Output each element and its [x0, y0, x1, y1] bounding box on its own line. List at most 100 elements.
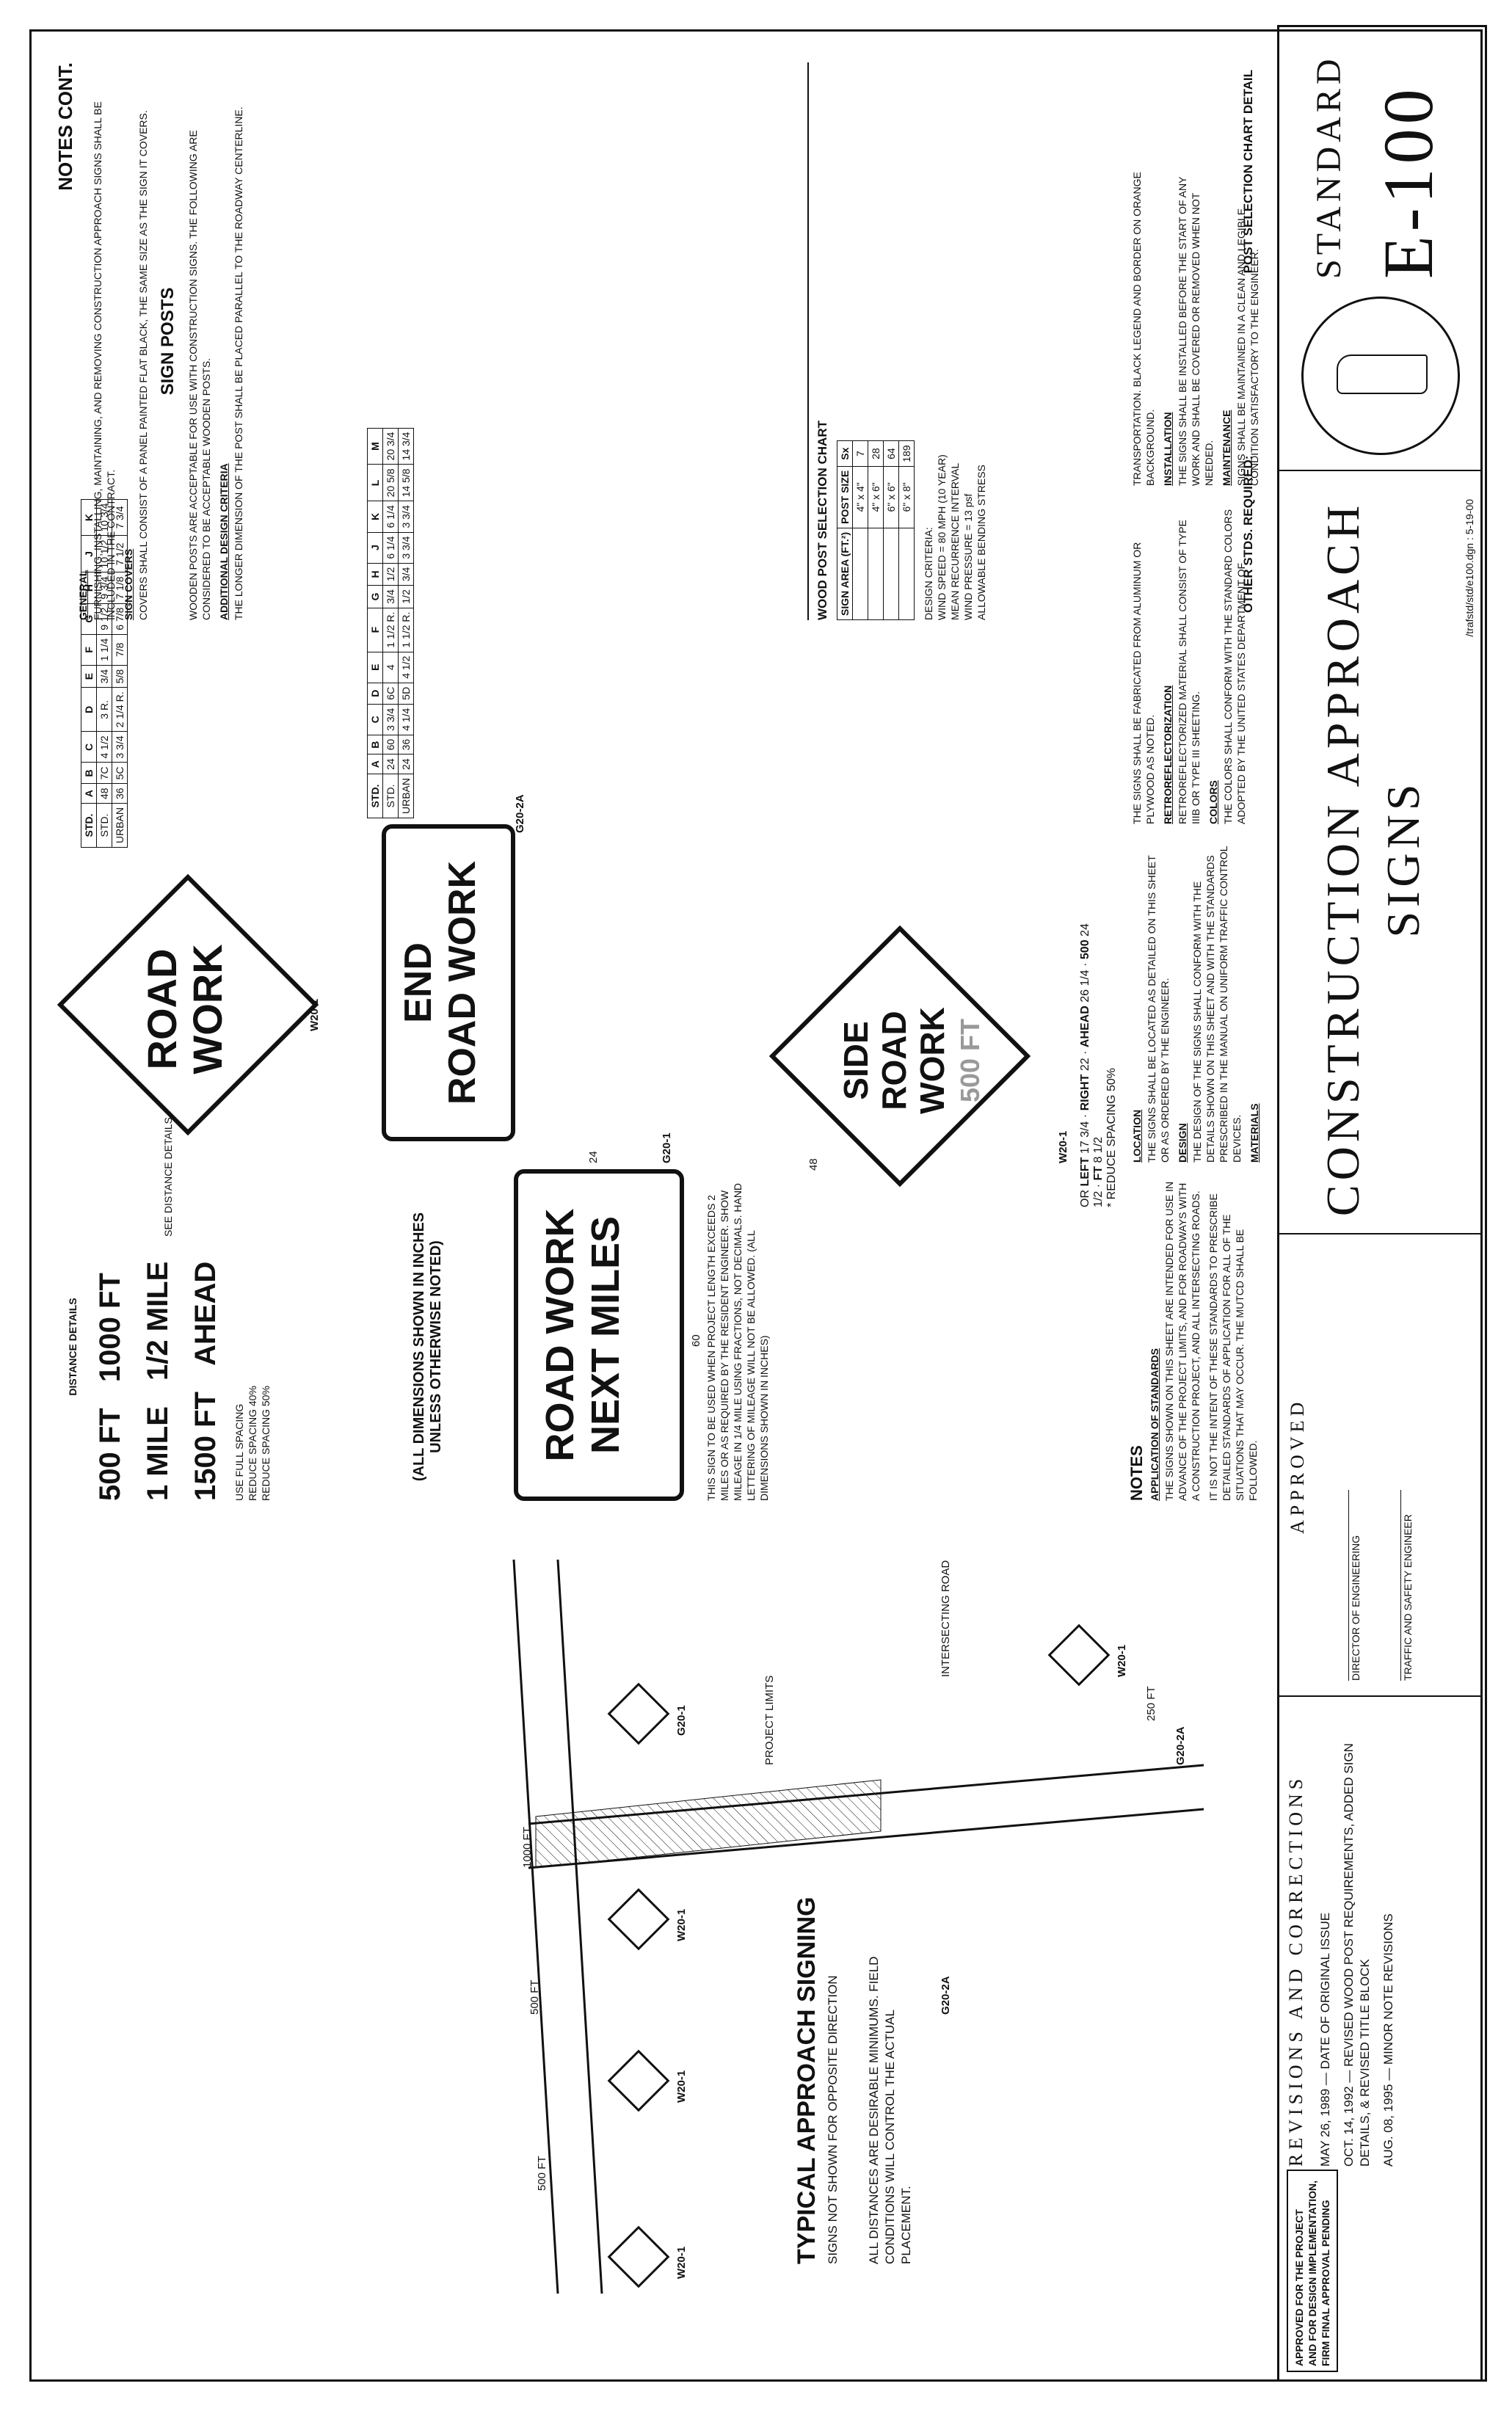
approach-label: 1000 FT	[521, 1827, 534, 1868]
approved-heading: APPROVED	[1287, 1397, 1308, 1534]
table-cell: 7	[852, 440, 868, 467]
approach-diagram: W20-1 W20-1 W20-1 G20-1 G20-2A W20-1 G20…	[470, 1530, 1248, 2323]
approach-subtitle: SIGNS NOT SHOWN FOR OPPOSITE DIRECTION	[826, 1975, 840, 2264]
approved-block: APPROVED DIRECTOR OF ENGINEERING TRAFFIC…	[1279, 1240, 1482, 1697]
g20-1-line: NEXT MILES	[584, 1215, 628, 1455]
table-cell: 4" x 6"	[868, 466, 884, 528]
notes-section-text: THE SIGNS SHOWN ON THIS SHEET ARE INTEND…	[1163, 1181, 1202, 1501]
criteria-line: MEAN RECURRENCE INTERVAL	[949, 462, 961, 620]
post-criteria: DESIGN CRITERIA: WIND SPEED = 80 MPH (10…	[922, 62, 988, 620]
g20-1-width: 60	[690, 1334, 702, 1347]
table-header-row: SIGN AREA (FT.²) POST SIZE Sx	[837, 440, 853, 620]
post-selection-block: WOOD POST SELECTION CHART SIGN AREA (FT.…	[807, 62, 1264, 620]
approval-note: APPROVED FOR THE PROJECT AND FOR DESIGN …	[1287, 2170, 1338, 2372]
notes-section-title: APPLICATION OF STANDARDS	[1149, 1348, 1160, 1501]
legend-label: AHEAD	[1079, 1006, 1091, 1048]
table-cell: 4 1/4	[398, 704, 414, 735]
notes-cont-text: COVERS SHALL CONSIST OF A PANEL PAINTED …	[137, 110, 149, 620]
side-sign-plaque: 500 FT	[955, 1018, 985, 1103]
approach-sign-tag: G20-2A	[939, 1976, 952, 2015]
table-cell: 5C	[112, 763, 128, 784]
notes-section-text: THE SIGNS SHALL BE LOCATED AS DETAILED O…	[1146, 855, 1171, 1163]
table-cell: 7C	[96, 763, 112, 784]
approval-note-line: FIRM FINAL APPROVAL PENDING	[1320, 2200, 1331, 2366]
distance-text: 1000 FT	[94, 1273, 126, 1383]
sign-posts-heading: SIGN POSTS	[158, 287, 178, 396]
table-cell: 7/8	[112, 634, 128, 666]
table-cell: 3 R.	[96, 687, 112, 732]
table-cell	[852, 528, 868, 620]
distance-details: DISTANCE DETAILS 500 FT 1000 FT 1 MILE 1…	[66, 1193, 374, 1501]
side-sign-legend-table: OR LEFT 17 3/4 · RIGHT 22 · AHEAD 26 1/4…	[1079, 914, 1119, 1207]
notes-section-title: LOCATION	[1131, 1109, 1143, 1163]
table-cell: 36	[398, 735, 414, 754]
table-header: D	[367, 683, 383, 705]
vermont-outline-icon	[1337, 354, 1428, 394]
table-header: F	[81, 634, 97, 666]
distance-text: 500 FT	[94, 1408, 126, 1501]
g20-1-sign: ROAD WORK NEXT MILES	[514, 1169, 684, 1501]
standard-label: STANDARD	[1309, 54, 1348, 279]
notes-cont-title: ADDITIONAL DESIGN CRITERIA	[218, 463, 230, 620]
table-header: STD.	[81, 803, 97, 848]
criteria-line: WIND SPEED = 80 MPH (10 YEAR)	[936, 454, 948, 620]
legend-value: 22	[1079, 1058, 1091, 1072]
distance-plaque: 500 FT 1000 FT	[94, 1193, 127, 1501]
revision-entry: MAY 26, 1989 — DATE OF ORIGINAL ISSUE	[1318, 1912, 1332, 2167]
approach-sign-tag: G20-2A	[1174, 1726, 1187, 1765]
table-header: E	[367, 652, 383, 683]
distance-text: 1/2 MILE	[142, 1261, 174, 1381]
notes-cont-text: WOODEN POSTS ARE ACCEPTABLE FOR USE WITH…	[187, 130, 212, 620]
approval-note-line: APPROVED FOR THE PROJECT	[1293, 2209, 1305, 2366]
legend-value: 17 3/4	[1079, 1121, 1091, 1154]
approach-label: 500 FT	[528, 1979, 541, 2015]
legend-label: RIGHT	[1079, 1074, 1091, 1111]
table-cell: 5/8	[112, 665, 128, 688]
table-cell: 3/4	[96, 665, 112, 688]
legend-value: 8 1/2	[1092, 1136, 1105, 1163]
post-chart-label: POST SELECTION CHART DETAIL	[1241, 70, 1255, 274]
table-cell: 60	[382, 735, 399, 754]
notes-section-text: THE DESIGN OF THE SIGNS SHALL CONFORM WI…	[1191, 846, 1243, 1163]
g20-2a-line: END	[397, 942, 440, 1023]
side-road-work-legend: SIDE ROAD WORK 500 FT	[837, 972, 989, 1149]
table-cell: 4 1/2	[398, 652, 414, 683]
approach-label: INTERSECTING ROAD	[939, 1560, 952, 1677]
table-cell: 24	[398, 754, 414, 774]
title-block: CONSTRUCTION APPROACH SIGNS /trafstd/std…	[1279, 484, 1482, 1234]
standard-block: STANDARD E-100	[1279, 29, 1482, 471]
table-cell: 6C	[382, 683, 399, 705]
approach-label: PROJECT LIMITS	[763, 1675, 776, 1765]
legend-label: 500	[1079, 939, 1091, 960]
criteria-line: DESIGN CRITERIA:	[923, 527, 934, 620]
table-cell: STD.	[96, 803, 112, 848]
approach-sign-tag: W20-1	[1116, 1644, 1128, 1677]
table-cell: 48	[96, 783, 112, 804]
table-cell: URBAN	[112, 803, 128, 848]
distance-plaque: 1 MILE 1/2 MILE	[142, 1193, 175, 1501]
table-cell: 36	[112, 783, 128, 804]
g20-2a-line: ROAD WORK	[441, 860, 484, 1105]
criteria-line: WIND PRESSURE = 13 psf	[962, 493, 974, 620]
g20-1-height: 24	[587, 1151, 600, 1163]
table-row: 4" x 4" 7	[852, 440, 868, 620]
post-table-title: WOOD POST SELECTION CHART	[815, 421, 829, 620]
dimension-note: (ALL DIMENSIONS SHOWN IN INCHES UNLESS O…	[411, 1212, 444, 1482]
g20-1-line: ROAD WORK	[538, 1208, 582, 1462]
revisions-heading: REVISIONS AND CORRECTIONS	[1285, 1774, 1306, 2167]
title-line-1: CONSTRUCTION APPROACH	[1317, 501, 1369, 1217]
notes-heading: NOTES	[1130, 1445, 1146, 1501]
legend-note: * REDUCE SPACING 50%	[1105, 1068, 1118, 1207]
w20-1-line: WORK	[184, 944, 230, 1074]
table-cell: 2 1/4 R.	[112, 687, 128, 732]
distance-text: 1 MILE	[142, 1406, 174, 1501]
title-line-2: SIGNS	[1377, 779, 1429, 938]
table-header: B	[81, 763, 97, 784]
table-cell	[868, 528, 884, 620]
table-cell: URBAN	[398, 774, 414, 818]
notes-section-text: IT IS NOT THE INTENT OF THESE STANDARDS …	[1207, 1193, 1259, 1501]
revision-entry: AUG. 08, 1995 — MINOR NOTE REVISIONS	[1381, 1913, 1395, 2167]
approval-note-line: AND FOR DESIGN IMPLEMENTATION,	[1306, 2180, 1318, 2366]
approach-label: 500 FT	[536, 2156, 548, 2191]
w20-1-line: ROAD	[139, 948, 185, 1070]
